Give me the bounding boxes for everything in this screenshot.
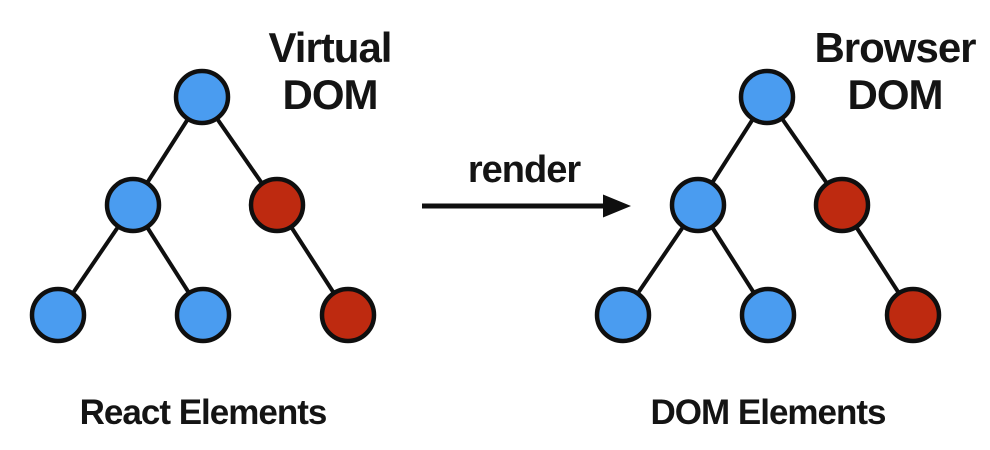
- tree-node-leaf-3: [884, 286, 942, 344]
- render-arrow-icon: [422, 194, 631, 218]
- tree-node-root: [173, 68, 231, 126]
- tree-node-leaf-1: [594, 286, 652, 344]
- browser-dom-title-line2: DOM: [847, 71, 944, 118]
- virtual-dom-tree: [29, 68, 377, 344]
- virtual-dom-title-line2: DOM: [282, 71, 379, 118]
- tree-node-child-right: [248, 176, 306, 234]
- react-elements-caption: React Elements: [79, 393, 328, 432]
- tree-node-leaf-2: [174, 286, 232, 344]
- tree-node-child-right: [813, 176, 871, 234]
- tree-node-child-left: [104, 176, 162, 234]
- tree-node-leaf-1: [29, 286, 87, 344]
- virtual-dom-title: Virtual DOM: [245, 24, 415, 118]
- browser-dom-tree: [594, 68, 942, 344]
- tree-node-leaf-3: [319, 286, 377, 344]
- dom-elements-caption: DOM Elements: [650, 393, 887, 432]
- tree-node-child-left: [669, 176, 727, 234]
- render-arrow-head: [603, 194, 631, 218]
- tree-node-root: [738, 68, 796, 126]
- render-label: render: [467, 149, 581, 191]
- browser-dom-title-line1: Browser: [814, 24, 976, 71]
- tree-node-leaf-2: [739, 286, 797, 344]
- virtual-dom-title-line1: Virtual: [268, 24, 393, 71]
- browser-dom-title: Browser DOM: [810, 24, 980, 118]
